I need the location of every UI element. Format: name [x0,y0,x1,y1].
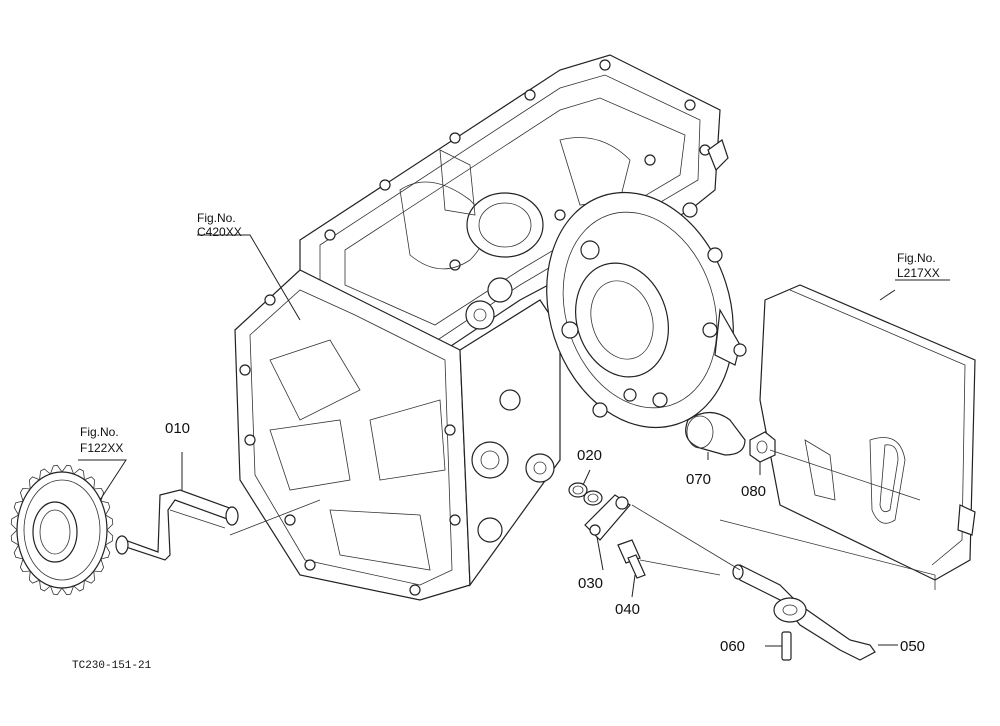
part-020-o-rings [568,482,603,506]
part-040-bolt [617,539,646,579]
transmission-case [234,54,747,601]
fig-ref-label: Fig.No. [197,211,236,225]
figure-ref-l217xx: Fig.No. L217XX [895,251,950,281]
part-070-knob [685,411,746,456]
gear [10,464,114,596]
part-080-nut [749,431,776,463]
fig-ref-code: L217XX [897,266,940,280]
drawing-code: TC230-151-21 [72,660,152,672]
part-label-060: 060 [720,638,745,655]
part-label-050: 050 [900,638,925,655]
fig-ref-label: Fig.No. [80,425,119,439]
part-label-020: 020 [577,447,602,464]
part-010-shaft [115,489,239,561]
part-label-070: 070 [686,471,711,488]
part-label-040: 040 [615,601,640,618]
figure-ref-f122xx: Fig.No. F122XX [78,425,126,461]
cover-plate [719,284,976,590]
fig-ref-label: Fig.No. [897,251,936,265]
part-label-080: 080 [741,483,766,500]
fig-ref-code: C420XX [197,225,242,239]
figure-ref-c420xx: Fig.No. C420XX [197,211,242,239]
part-050-lever [732,564,876,661]
part-030-plate [584,494,631,541]
part-label-010: 010 [165,420,190,437]
part-060-pin [781,631,792,661]
fig-ref-code: F122XX [80,441,123,455]
part-label-030: 030 [578,575,603,592]
